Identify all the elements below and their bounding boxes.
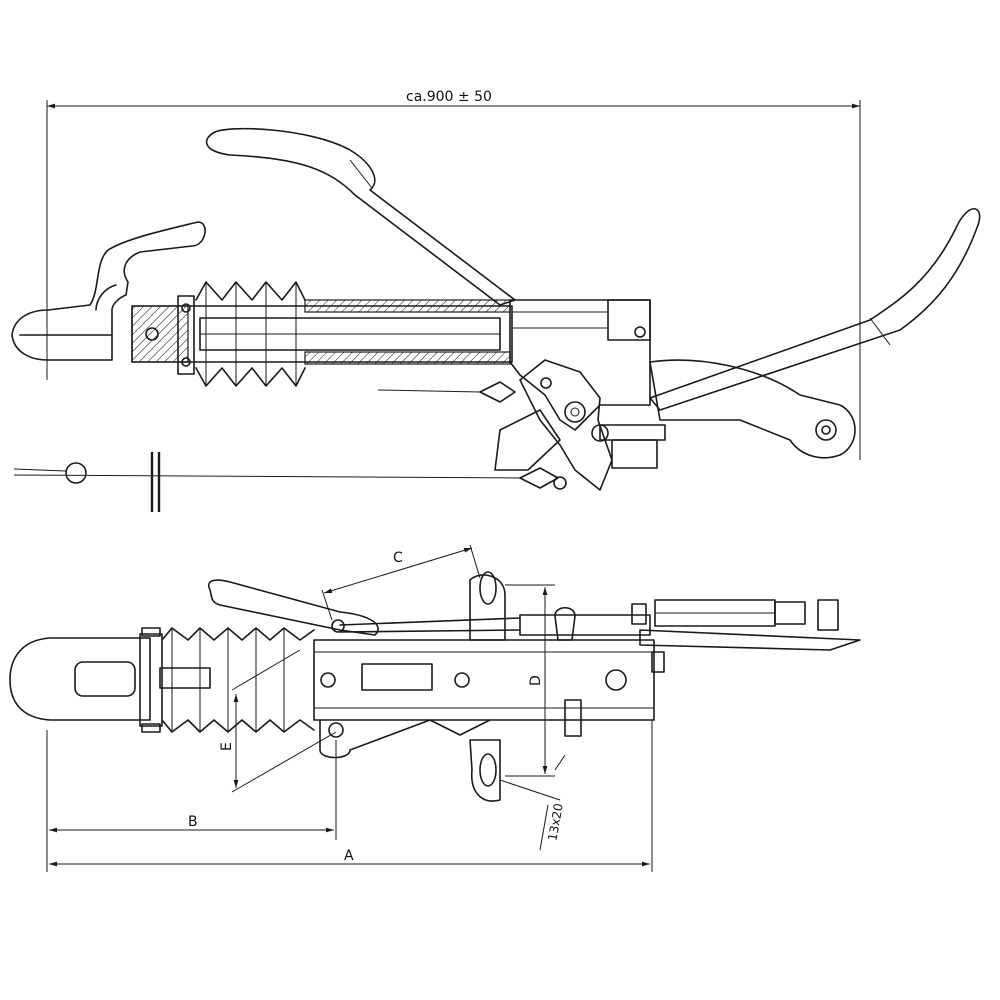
overall-length-label: ca.900 ± 50: [406, 89, 492, 105]
dimension-b: B: [46, 730, 337, 840]
handbrake-lever-upper: [205, 127, 516, 306]
brake-mechanism: [494, 359, 658, 491]
side-view: ca.900 ± 50: [11, 89, 981, 512]
dimension-b-label: B: [188, 814, 198, 830]
lever-linkage: [591, 359, 856, 459]
handbrake-lever-right: [649, 208, 981, 411]
dimension-e-label: E: [219, 742, 235, 751]
housing: [509, 299, 651, 431]
brake-cables: [13, 381, 567, 512]
overall-length-dimension: ca.900 ± 50: [46, 89, 861, 460]
dimension-c-label: C: [393, 550, 403, 566]
dimension-d: D: [505, 584, 555, 777]
slot-size-label: 13x20: [545, 802, 565, 841]
plan-coupling-head: [9, 627, 163, 733]
plan-body: [313, 571, 665, 802]
slot-dimension: 13x20: [499, 754, 566, 851]
plan-view: C D E 13x20 B: [9, 544, 861, 872]
dimension-e: E: [219, 649, 337, 793]
plan-lever: [208, 579, 861, 651]
dimension-a-label: A: [344, 848, 354, 864]
dimension-c: C: [321, 544, 481, 621]
dimension-a: A: [46, 720, 653, 872]
dimension-d-label: D: [528, 675, 544, 686]
coupling-head: [11, 221, 206, 361]
bellows: [195, 281, 306, 387]
plan-bellows: [159, 627, 315, 733]
drawbar-tube: [131, 295, 513, 375]
